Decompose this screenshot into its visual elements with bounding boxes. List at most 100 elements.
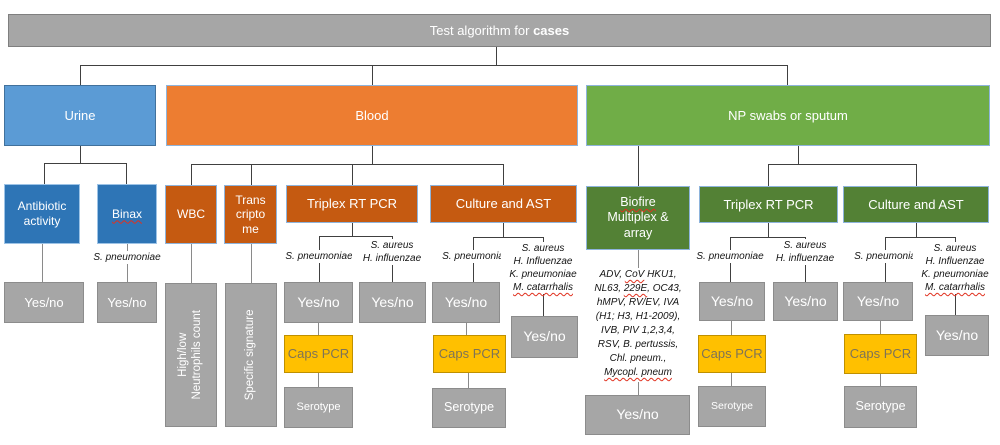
caps-pcr-box-np-triplex: Caps PCR <box>698 335 766 373</box>
species-text: S. pneumonia <box>854 251 916 262</box>
species-text: S. aureus <box>521 243 565 254</box>
serotype-label: Serotype <box>443 400 495 415</box>
connector-line <box>503 223 504 237</box>
serotype-box-np-culture: Serotype <box>844 386 917 428</box>
caps-pcr-label: Caps PCR <box>849 346 912 362</box>
species-text: S. aureus <box>370 240 414 251</box>
connector-line <box>80 65 788 66</box>
np-triplex-box: Triplex RT PCR <box>699 186 838 223</box>
connector-line <box>126 163 127 184</box>
np-culture-label: Culture and AST <box>868 196 964 212</box>
vertical-text-line: Neutrophils count <box>191 310 203 400</box>
connector-line <box>191 244 192 283</box>
specific-signature-box: Specific signature <box>225 283 277 427</box>
yes-no-label: Yes/no <box>935 326 979 343</box>
caps-pcr-label: Caps PCR <box>701 346 763 362</box>
connector-line <box>318 373 319 387</box>
specific-signature-label: Specific signature <box>244 285 258 425</box>
connector-line <box>731 321 732 335</box>
connector-line <box>466 323 467 335</box>
neutrophils-count-label: High/low Neutrophils count <box>177 285 205 425</box>
connector-line <box>880 374 881 386</box>
connector-line <box>503 164 504 185</box>
connector-line <box>191 164 192 185</box>
species-text: H. Influenzae <box>513 256 573 267</box>
connector-line <box>916 164 917 186</box>
blood-culture-label: Culture and AST <box>455 196 552 212</box>
panel-line: (H1; H3, H1-2009), <box>595 311 681 322</box>
connector-line <box>468 373 469 388</box>
serotype-label: Serotype <box>710 400 754 413</box>
connector-line <box>787 65 788 85</box>
urine-branch-box: Urine <box>4 85 156 146</box>
species-text: S. aureus <box>933 243 977 254</box>
biofire-pathogen-panel: ADV, CoV HKU1, NL63, 229E, OC43, hMPV, R… <box>582 268 694 380</box>
connector-line <box>372 65 373 85</box>
connector-line <box>638 146 639 186</box>
antibiotic-activity-label: Antibiotic activity <box>17 199 67 228</box>
species-text: S. pneumoniae <box>285 251 353 262</box>
page-title: Test algorithm for cases <box>430 23 569 39</box>
serotype-box-blood-culture: Serotype <box>432 388 506 428</box>
yes-no-box-biofire: Yes/no <box>585 395 690 435</box>
np-culture-box: Culture and AST <box>843 186 989 223</box>
species-text: S. pneumonia <box>442 251 504 262</box>
yes-no-label: Yes/no <box>107 294 147 310</box>
yes-no-box-blood-culture-multi: Yes/no <box>511 316 578 358</box>
yes-no-box-np-triplex-sp: Yes/no <box>699 282 765 321</box>
panel-line: IVB, PIV 1,2,3,4, <box>601 325 675 336</box>
title-emphasis: cases <box>533 22 570 38</box>
connector-line <box>80 146 81 163</box>
species-label-np-culture-left: S. pneumonia <box>839 250 931 263</box>
yes-no-box-blood-triplex-sa: Yes/no <box>359 282 426 323</box>
connector-line <box>916 223 917 237</box>
yes-no-box-urine-binax: Yes/no <box>97 282 157 323</box>
connector-line <box>44 163 127 164</box>
serotype-box-blood-triplex: Serotype <box>284 387 353 428</box>
yes-no-label: Yes/no <box>297 293 340 310</box>
species-text: K. pneumoniae <box>921 269 989 280</box>
connector-line <box>191 164 504 165</box>
np-swabs-branch-box: NP swabs or sputum <box>586 85 990 146</box>
species-text: K. pneumoniae <box>509 269 577 280</box>
yes-no-label: Yes/no <box>444 293 488 310</box>
connector-line <box>731 373 732 386</box>
connector-line <box>319 236 393 237</box>
species-text: H. influenzae <box>775 253 835 264</box>
yes-no-box-np-triplex-sa: Yes/no <box>773 282 838 321</box>
yes-no-box-np-culture-sp: Yes/no <box>843 282 913 321</box>
binax-label: Binax <box>111 206 143 221</box>
biofire-label: Biofire <box>620 195 656 210</box>
species-text: S. aureus <box>783 240 827 251</box>
connector-line <box>768 164 769 186</box>
connector-line <box>318 323 319 335</box>
title-prefix: Test algorithm for <box>429 22 534 38</box>
urine-branch-label: Urine <box>64 107 96 123</box>
biofire-box: Biofire Multiplex & array <box>586 186 690 250</box>
yes-no-label: Yes/no <box>710 292 754 309</box>
connector-line <box>885 237 955 238</box>
yes-no-box-blood-culture-sp: Yes/no <box>432 282 500 323</box>
species-label-blood-culture-right: S. aureus H. Influenzae K. pneumoniae M.… <box>501 242 585 294</box>
panel-line: Mycopl. pneum <box>604 367 672 378</box>
yes-no-label: Yes/no <box>616 406 659 423</box>
yes-no-label: Yes/no <box>523 328 566 345</box>
caps-pcr-box-blood-culture: Caps PCR <box>433 335 506 373</box>
species-label-np-triplex-left: S. pneumoniae <box>684 250 776 263</box>
yes-no-label: Yes/no <box>856 292 900 309</box>
serotype-label: Serotype <box>855 399 906 414</box>
connector-line <box>496 47 497 65</box>
connector-line <box>768 223 769 237</box>
connector-line <box>352 164 353 185</box>
connector-line <box>251 244 252 283</box>
species-label-blood-triplex-right: S. aureus H. influenzae <box>352 239 432 265</box>
blood-triplex-label: Triplex RT PCR <box>306 196 398 212</box>
panel-line: NL63, 229E, OC43, <box>594 283 682 294</box>
connector-line <box>80 65 81 85</box>
yes-no-box-urine-antibiotic: Yes/no <box>4 282 84 323</box>
blood-branch-box: Blood <box>166 85 578 146</box>
panel-line: ADV, CoV HKU1, <box>599 269 677 280</box>
species-label-blood-culture-left: S. pneumonia <box>425 250 521 263</box>
blood-triplex-box: Triplex RT PCR <box>286 185 418 223</box>
